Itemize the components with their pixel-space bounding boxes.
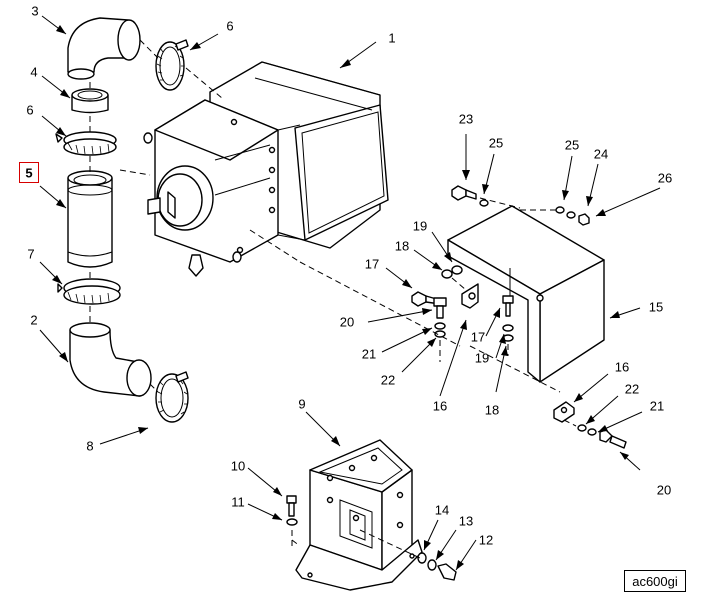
straight-tube: [67, 170, 113, 268]
callout-label: 14: [435, 503, 449, 518]
clamp-middle: [57, 278, 121, 305]
callout-label: 3: [31, 4, 38, 19]
callout-label: 20: [340, 315, 354, 330]
callout-label: 13: [459, 514, 473, 529]
callout-label: 23: [459, 112, 473, 127]
angle-bracket-upper: [461, 283, 479, 309]
fasteners: [286, 185, 627, 581]
assembly-center-lines: [89, 39, 577, 559]
leader-lines: [39, 15, 661, 571]
callout-label: 5: [25, 166, 32, 181]
callout-label: 8: [86, 439, 93, 454]
callout-label: 16: [615, 360, 629, 375]
callout-label: 18: [395, 239, 409, 254]
callout-label: 24: [594, 147, 608, 162]
callout-label: 10: [231, 459, 245, 474]
callout-label: 21: [650, 399, 664, 414]
callout-label: 4: [30, 65, 37, 80]
upper-clamp: [155, 39, 189, 91]
callout-label: 6: [26, 103, 33, 118]
callout-label: 9: [298, 397, 305, 412]
upper-elbow-hose: [67, 17, 141, 80]
callout-label: 17: [365, 257, 379, 272]
callout-label: 21: [362, 347, 376, 362]
callout-label: 17: [471, 330, 485, 345]
callout-label: 25: [489, 136, 503, 151]
callout-label: 19: [413, 219, 427, 234]
lower-clamp: [155, 371, 189, 423]
callout-label: 7: [27, 247, 34, 262]
sleeve: [71, 88, 109, 114]
callout-label: 2: [30, 313, 37, 328]
callout-label: 25: [565, 138, 579, 153]
callout-label: 22: [625, 382, 639, 397]
callout-label: 26: [658, 171, 672, 186]
highlight-box: [19, 162, 39, 183]
callout-label: 19: [475, 351, 489, 366]
callout-label: 15: [649, 300, 663, 315]
clamp-lower: [55, 131, 117, 156]
callout-labels: 1 2 3 4 5 6 6 7 8 9 10 11 12 13 14 15 16…: [25, 4, 672, 548]
air-cleaner-housing: [143, 61, 389, 277]
callout-label: 22: [381, 373, 395, 388]
callout-label: 1: [388, 31, 395, 46]
callout-label: 16: [433, 399, 447, 414]
callout-label: 18: [485, 403, 499, 418]
angle-bracket-lower: [553, 401, 575, 423]
callout-label: 6: [226, 19, 233, 34]
figure-id-label: ac600gi: [624, 570, 686, 592]
lower-elbow-hose: [69, 322, 152, 397]
callout-label: 12: [479, 533, 493, 548]
mounting-bracket: [295, 439, 423, 591]
callout-label: 20: [657, 483, 671, 498]
callout-label: 11: [231, 495, 245, 510]
